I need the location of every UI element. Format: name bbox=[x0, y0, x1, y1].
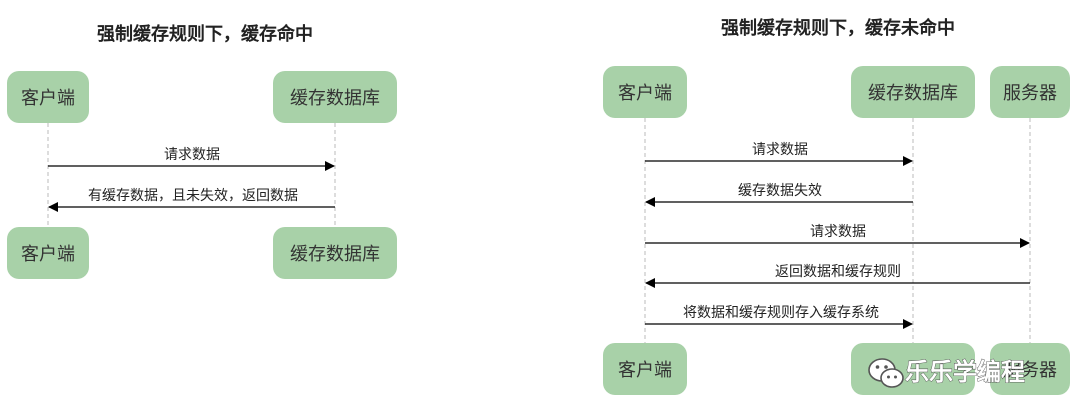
message-label: 请求数据 bbox=[164, 147, 220, 163]
participant-cache-top bbox=[273, 71, 397, 123]
participant-label: 客户端 bbox=[21, 88, 75, 109]
message-label: 返回数据和缓存规则 bbox=[775, 264, 901, 280]
message-label: 缓存数据失效 bbox=[738, 183, 822, 199]
diagram-title: 强制缓存规则下，缓存命中 bbox=[97, 23, 313, 45]
participant-label: 服务器 bbox=[1003, 83, 1057, 104]
participant-cache-top bbox=[851, 66, 975, 118]
participant-client-top bbox=[7, 71, 89, 123]
watermark: 乐乐学编程 bbox=[868, 358, 1025, 388]
participant-label: 服务器 bbox=[1003, 360, 1057, 381]
participant-label: 缓存数据库 bbox=[290, 244, 380, 265]
participant-label: 客户端 bbox=[618, 83, 672, 104]
participant-label: 客户端 bbox=[21, 244, 75, 265]
diagram-title: 强制缓存规则下，缓存未命中 bbox=[721, 17, 955, 39]
wechat-icon bbox=[868, 358, 904, 388]
message-label: 将数据和缓存规则存入缓存系统 bbox=[683, 305, 879, 321]
participant-label: 客户端 bbox=[618, 360, 672, 381]
message-label: 请求数据 bbox=[752, 142, 808, 158]
participant-label: 缓存数据库 bbox=[290, 88, 380, 109]
participant-client-bottom bbox=[603, 343, 687, 395]
participant-cache-bottom bbox=[273, 227, 397, 279]
participant-client-bottom bbox=[7, 227, 89, 279]
message-label: 有缓存数据，且未失效，返回数据 bbox=[88, 188, 298, 204]
watermark-label: 乐乐学编程 bbox=[905, 358, 1025, 386]
participant-server-bottom bbox=[990, 343, 1070, 395]
diagram-cache-miss: 强制缓存规则下，缓存未命中 客户端 缓存数据库 服务器 请求数据 缓存数据失效 … bbox=[603, 17, 1070, 395]
message-label: 请求数据 bbox=[810, 224, 866, 240]
participant-label: 缓存数据库 bbox=[868, 83, 958, 104]
diagram-cache-hit: 强制缓存规则下，缓存命中 客户端 缓存数据库 请求数据 有缓存数据，且未失效，返… bbox=[7, 23, 397, 279]
participant-client-top bbox=[603, 66, 687, 118]
participant-server-top bbox=[990, 66, 1070, 118]
